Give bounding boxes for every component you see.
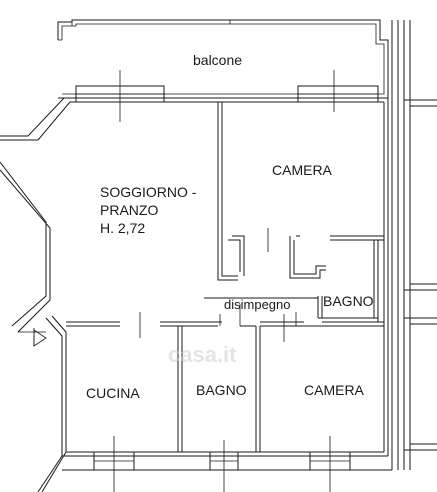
living-room-label-line1: SOGGIORNO -: [100, 184, 197, 200]
door-ticks: [139, 228, 297, 342]
entrance-arrow-icon: [18, 328, 47, 347]
balcony-label: balcone: [193, 52, 243, 68]
bathroom-bottom-label: BAGNO: [196, 382, 247, 398]
balcony-outline: [57, 19, 389, 99]
living-room-height: H. 2,72: [100, 220, 146, 236]
kitchen-label: CUCINA: [86, 385, 140, 401]
watermark: casa.it: [168, 342, 237, 367]
bedroom-top-label: CAMERA: [272, 162, 332, 178]
right-structure: [391, 20, 437, 470]
balcony-windows: [75, 70, 379, 122]
hallway-label: disimpegno: [224, 297, 291, 312]
bathroom-right-label: BAGNO: [323, 293, 374, 309]
bottom-windows: [93, 436, 351, 492]
bedroom-bottom-label: CAMERA: [304, 382, 364, 398]
living-room-label-line2: PRANZO: [100, 202, 159, 218]
interior-walls: [66, 102, 384, 452]
